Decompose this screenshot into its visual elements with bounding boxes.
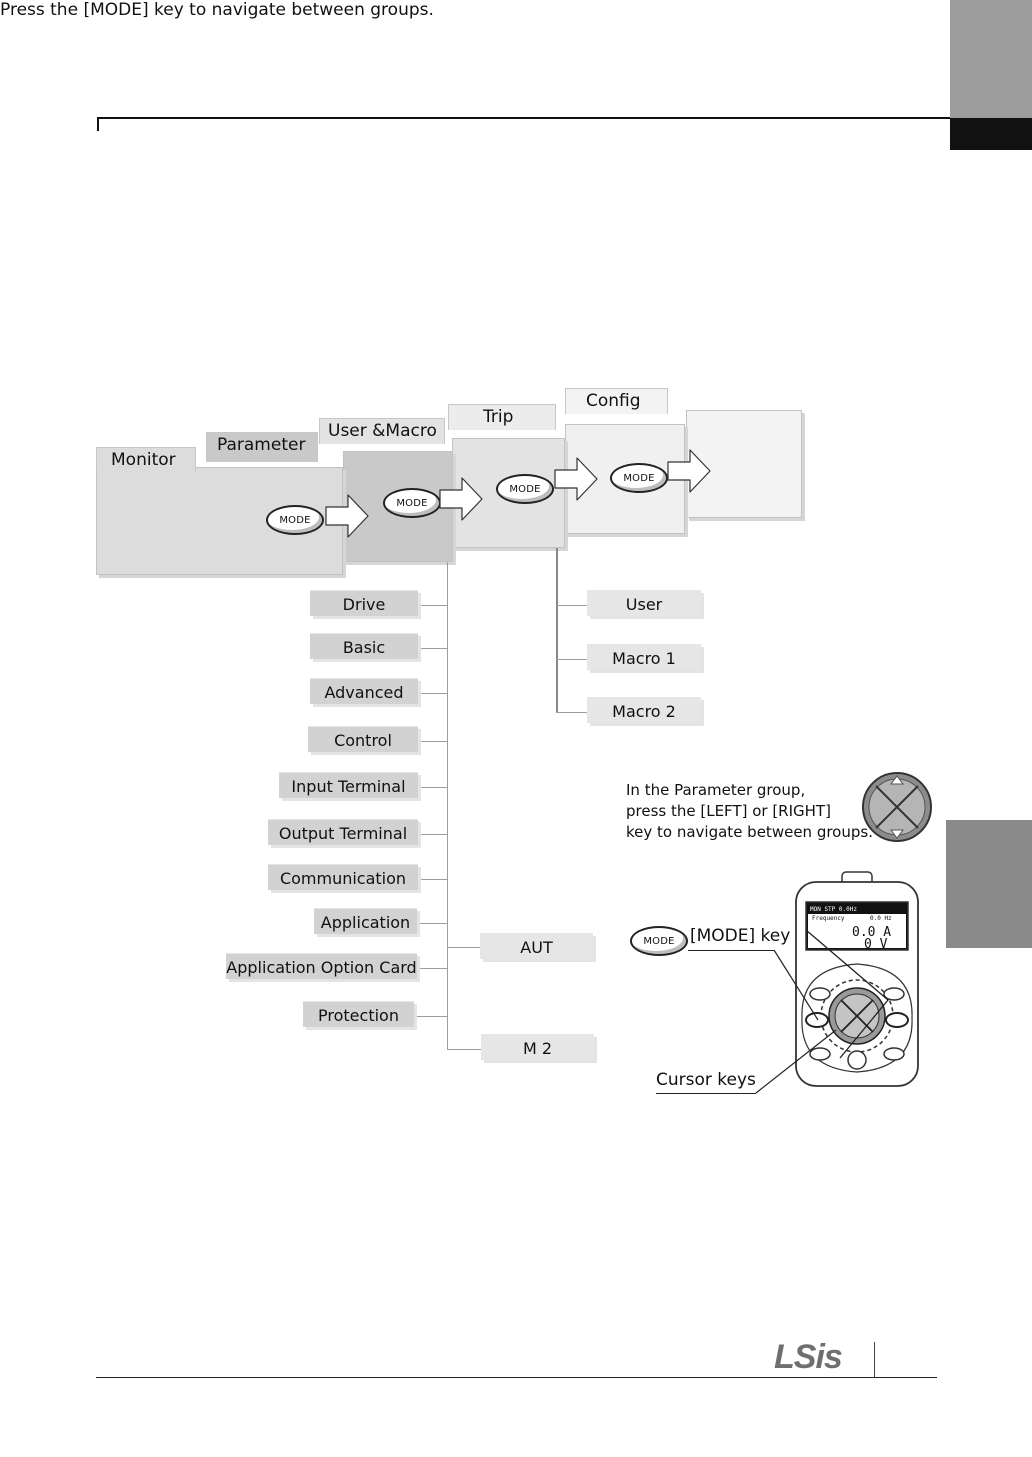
arrow-icon [667, 449, 711, 493]
param-trunk [447, 562, 448, 1049]
side-tab-lower [946, 820, 1032, 948]
footer-logo-divider [874, 1342, 875, 1378]
trip-tab: Trip [448, 404, 556, 430]
group-basic[interactable]: Basic [310, 633, 418, 659]
side-tab-upper [950, 0, 1032, 118]
group-protection[interactable]: Protection [303, 1001, 414, 1027]
branch [556, 659, 587, 660]
group-communication[interactable]: Communication [268, 864, 418, 890]
group-macro-2[interactable]: Macro 2 [587, 697, 701, 723]
group-control[interactable]: Control [308, 726, 418, 752]
footer-rule [96, 1377, 937, 1378]
note-line-1: In the Parameter group, [626, 781, 806, 799]
monitor-tab: Monitor [96, 447, 196, 471]
user-macro-tab: User &Macro [319, 418, 445, 444]
intro-text: Press the [MODE] key to navigate between… [0, 0, 434, 20]
mode-key-3[interactable]: MODE [496, 474, 554, 504]
group-application-option-card[interactable]: Application Option Card [226, 953, 417, 979]
branch [419, 605, 447, 606]
subgroup-m2[interactable]: M 2 [481, 1034, 594, 1060]
mode-label-underline [688, 950, 774, 951]
group-drive[interactable]: Drive [310, 590, 418, 616]
branch [419, 834, 447, 835]
config-tab: Config [565, 388, 668, 414]
group-advanced[interactable]: Advanced [310, 678, 418, 704]
mode-key-1[interactable]: MODE [266, 505, 324, 535]
side-tab-black [950, 118, 1032, 150]
branch [419, 879, 447, 880]
cursor-keys-icon [862, 772, 932, 842]
branch [419, 787, 447, 788]
footer-logo: LSis [774, 1338, 843, 1376]
keypad-display-current: 0.0 A [852, 925, 891, 940]
group-input-terminal[interactable]: Input Terminal [279, 772, 418, 798]
note-line-3: key to navigate between groups. [626, 823, 873, 841]
keypad-display-voltage: 0 V [864, 937, 888, 952]
arrow-icon [325, 494, 369, 538]
branch [447, 947, 481, 948]
branch [447, 1049, 481, 1050]
group-user[interactable]: User [587, 590, 701, 616]
keypad-display-row1: MON STP 0.0Hz [810, 906, 857, 913]
mode-key-legend: MODE [630, 926, 688, 956]
branch [414, 1016, 447, 1017]
arrow-icon [439, 477, 483, 521]
note-line-2: press the [LEFT] or [RIGHT] [626, 802, 831, 820]
cursor-keys-label: Cursor keys [656, 1070, 756, 1090]
keypad-display-row2: Frequency [812, 915, 845, 922]
arrow-icon [554, 457, 598, 501]
navigation-note: In the Parameter group, press the [LEFT]… [626, 780, 873, 843]
mode-key-label: [MODE] key [690, 926, 791, 946]
header-rule [97, 117, 950, 119]
header-rule-tick [97, 117, 99, 131]
branch [556, 605, 587, 606]
branch [419, 693, 447, 694]
keypad-display-row3: 0.0 Hz [870, 915, 892, 922]
group-application[interactable]: Application [314, 908, 417, 934]
branch [419, 741, 447, 742]
mode-key-4[interactable]: MODE [610, 463, 668, 493]
keypad-illustration: MON STP 0.0Hz Frequency 0.0 Hz 0.0 A 0 V [795, 871, 919, 1087]
branch [418, 923, 447, 924]
branch [418, 968, 447, 969]
group-macro-1[interactable]: Macro 1 [587, 644, 701, 670]
branch [556, 712, 587, 713]
group-output-terminal[interactable]: Output Terminal [268, 819, 418, 845]
config-panel [686, 410, 802, 518]
user-trunk [556, 548, 558, 712]
parameter-tab: Parameter [206, 432, 318, 462]
cursor-label-underline [656, 1093, 756, 1094]
branch [419, 648, 447, 649]
subgroup-aut[interactable]: AUT [480, 933, 593, 959]
mode-key-2[interactable]: MODE [383, 488, 441, 518]
